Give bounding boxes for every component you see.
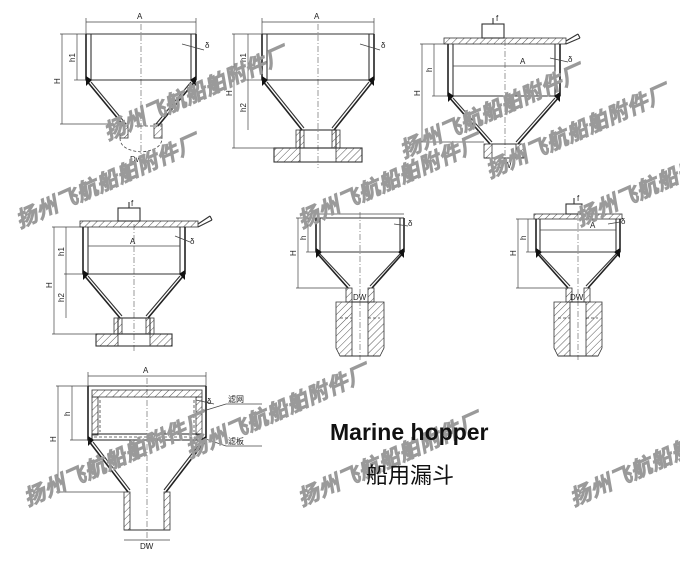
callout-filter-net: 滤网 (228, 394, 244, 404)
dim-delta-label: δ (190, 237, 195, 246)
dim-dw-label: Dw (130, 155, 142, 164)
dim-a-label: A (130, 237, 136, 246)
hopper-view-3: f A DW H h δ (413, 14, 581, 170)
lid-handle-label: f (496, 14, 499, 23)
dim-a-label: A (590, 221, 596, 230)
dim-dw-label: DW (570, 293, 584, 302)
dim-h2-label: h2 (239, 103, 248, 112)
title-chinese: 船用漏斗 (366, 464, 455, 489)
dim-delta-label: δ (205, 41, 210, 50)
dim-h1-label: h (299, 236, 308, 240)
title-english: Marine hopper (330, 419, 489, 445)
dim-delta-label: δ (408, 219, 413, 228)
dim-h-label: H (225, 90, 234, 96)
watermark-text: 扬州飞航船舶附件厂 (20, 406, 214, 511)
watermark-text: 扬州飞航船舶附件厂 (294, 128, 488, 233)
hopper-view-2: A H h1 h2 δ (225, 12, 386, 168)
hopper-view-1: A Dw H h1 δ (53, 12, 210, 168)
dim-h2-label: h2 (57, 293, 66, 302)
lid-handle-label: f (577, 194, 580, 203)
dim-h-label: H (45, 282, 54, 288)
lid-handle-label: f (131, 199, 134, 208)
watermark-text: 扬州飞航船舶附件厂 (572, 126, 680, 231)
dim-h-label: H (509, 250, 518, 256)
dim-h1-label: h (63, 412, 72, 416)
dim-h-label: H (413, 90, 422, 96)
watermark-text: 扬州飞航船舶附件厂 (182, 358, 376, 463)
dim-dw-label: DW (140, 542, 154, 551)
dim-dw-label: DW (498, 161, 512, 170)
dim-delta-label: δ (568, 55, 573, 64)
dim-a-label: A (314, 12, 320, 21)
dim-delta-label: δ (207, 397, 212, 406)
dim-delta-label: δ (381, 41, 386, 50)
watermark-text: 扬州飞航船舶附件厂 (566, 406, 680, 511)
dim-delta-label: δ (621, 217, 626, 226)
dim-h1-label: h1 (57, 247, 66, 256)
hopper-view-5: DW H h δ (289, 212, 413, 360)
dim-a-label: A (137, 12, 143, 21)
dim-h-label: H (53, 78, 62, 84)
dim-h1-label: h1 (68, 53, 77, 62)
callout-filter-plate: 滤板 (228, 436, 244, 446)
dim-h1-label: h (425, 68, 434, 72)
dim-a-label: A (143, 366, 149, 375)
dim-dw-label: DW (353, 293, 367, 302)
hopper-view-4: f A H h1 h2 δ (45, 199, 213, 352)
dim-a-label: A (520, 57, 526, 66)
dim-h-label: H (289, 250, 298, 256)
hopper-view-6: f A DW H h δ (509, 194, 626, 360)
hopper-view-7: A DW H h δ 滤网 滤板 (49, 366, 262, 551)
dim-h1-label: h (519, 236, 528, 240)
dim-h-label: H (49, 436, 58, 442)
dim-h1-label: h1 (239, 53, 248, 62)
